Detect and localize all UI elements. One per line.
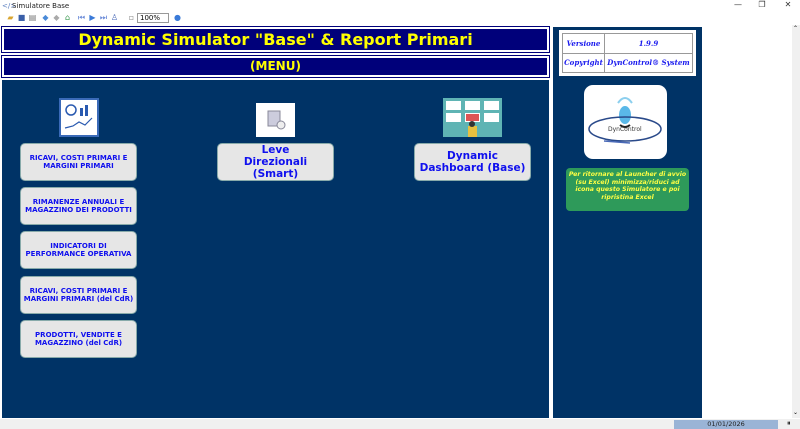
page-title: Dynamic Simulator "Base" & Report Primar… (1, 26, 550, 53)
ricavi-costi-margini-button[interactable]: RICAVI, COSTI PRIMARI E MARGINI PRIMARI (20, 143, 137, 181)
pause-icon[interactable]: ⏸ (787, 419, 791, 427)
minimize-button[interactable]: — (734, 0, 742, 9)
zoom-select[interactable]: 100% (137, 13, 169, 23)
status-bar (0, 419, 800, 429)
home-icon[interactable]: ⌂ (64, 13, 71, 22)
first-page-icon[interactable]: ⏮ (77, 13, 86, 22)
window-title: Simulatore Base (12, 2, 70, 10)
scroll-down-icon[interactable]: ⌄ (793, 409, 799, 416)
last-page-icon[interactable]: ⏭ (99, 13, 108, 22)
logo-text: DynControl (608, 126, 642, 133)
scroll-up-icon[interactable]: ⌃ (793, 25, 799, 32)
play-icon[interactable]: ▶ (89, 13, 96, 22)
forward-icon[interactable]: ◆ (53, 13, 60, 22)
zoom-value: 100% (140, 14, 161, 22)
open-icon[interactable]: ▰ (7, 13, 14, 22)
vertical-scrollbar[interactable]: ⌃ ⌄ (792, 25, 800, 418)
save-icon[interactable]: ■ (17, 13, 26, 22)
app-icon: </> (2, 2, 17, 10)
version-label: Versione (562, 33, 605, 54)
prodotti-vendite-cdr-button[interactable]: PRODOTTI, VENDITE E MAGAZZINO (del CdR) (20, 320, 137, 358)
settings-document-icon[interactable] (256, 103, 295, 137)
ricavi-costi-cdr-button[interactable]: RICAVI, COSTI PRIMARI E MARGINI PRIMARI … (20, 276, 137, 314)
rimanenze-magazzino-button[interactable]: RIMANENZE ANNUALI E MAGAZZINO DEI PRODOT… (20, 187, 137, 225)
copyright-value: DynControl® System (603, 52, 694, 73)
menu-label: (MENU) (1, 55, 550, 78)
dyncontrol-logo[interactable]: DynControl (584, 85, 667, 159)
status-date: 01/01/2026 (674, 420, 778, 429)
indicatori-performance-button[interactable]: INDICATORI DI PERFORMANCE OPERATIVA (20, 231, 137, 269)
close-button[interactable]: ✕ (784, 0, 792, 9)
leve-direzionali-button[interactable]: Leve Direzionali (Smart) (217, 143, 334, 181)
page-icon[interactable]: ▫ (128, 13, 135, 22)
report-chart-icon[interactable] (59, 98, 99, 137)
user-icon[interactable]: ♙ (110, 13, 119, 22)
print-icon[interactable]: ▤ (28, 13, 37, 22)
launcher-note: Per ritornare al Launcher di avvio (su E… (566, 168, 689, 211)
dashboard-icon[interactable] (443, 98, 502, 137)
version-value: 1.9.9 (603, 33, 694, 54)
dynamic-dashboard-button[interactable]: Dynamic Dashboard (Base) (414, 143, 531, 181)
back-icon[interactable]: ◆ (42, 13, 49, 22)
help-icon[interactable]: ● (174, 13, 181, 22)
title-bar: </> Simulatore Base — ❐ ✕ (0, 0, 800, 12)
restore-button[interactable]: ❐ (758, 0, 766, 9)
copyright-label: Copyright (562, 52, 605, 73)
toolbar: ▰ ■ ▤ ◆ ◆ ⌂ ⏮ ▶ ⏭ ♙ ▫ 100% ● (0, 12, 800, 25)
